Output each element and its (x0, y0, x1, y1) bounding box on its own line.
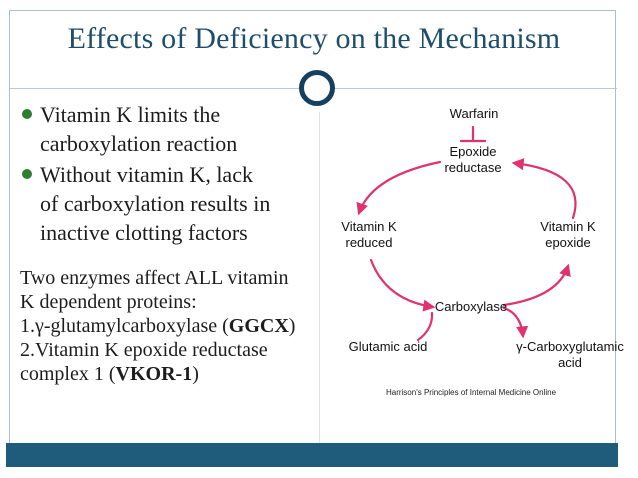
enzyme-1-text: 1.γ-glutamylcarboxylase ( (20, 315, 229, 337)
enzymes-paragraph: Two enzymes affect ALL vitamin K depende… (20, 266, 316, 386)
enzyme-2-text: 2.Vitamin K epoxide reductase complex 1 … (20, 339, 268, 385)
enzymes-intro: Two enzymes affect ALL vitamin K depende… (20, 267, 289, 313)
text-column: Vitamin K limits the carboxylation react… (20, 100, 316, 386)
bullet-icon (22, 169, 32, 179)
enzyme-1-close: ) (288, 315, 296, 337)
source-caption: Harrison's Principles of Internal Medici… (385, 388, 557, 397)
bullet-icon (22, 109, 32, 119)
label-vitamin-k-reduced: Vitamin K reduced (341, 219, 397, 250)
enzyme-2-close: ) (192, 363, 199, 385)
label-glutamic-acid: Glutamic acid (348, 339, 428, 354)
arrow-epoxide-to-reductase (511, 158, 577, 220)
enzyme-1-abbreviation: GGCX (228, 315, 289, 337)
bullet-list: Vitamin K limits the carboxylation react… (20, 100, 316, 247)
arrow-carboxylase-to-epoxide (502, 263, 571, 307)
label-warfarin: Warfarin (449, 106, 499, 121)
arrow-reductase-to-reduced (356, 160, 442, 216)
accent-bottom-bar (6, 443, 618, 467)
bullet-text: Vitamin K limits the carboxylation react… (40, 102, 238, 156)
column-divider-line (319, 112, 320, 443)
label-carboxylase: Carboxylase (434, 299, 508, 314)
enzyme-2-abbreviation: VKOR-1 (115, 363, 193, 385)
warfarin-inhibition-icon (459, 125, 487, 143)
enzyme-item-1: 1.γ-glutamylcarboxylase (GGCX) (20, 315, 295, 337)
enzyme-item-2: 2.Vitamin K epoxide reductase complex 1 … (20, 339, 268, 385)
list-item: Vitamin K limits the carboxylation react… (20, 100, 316, 158)
label-gamma-carboxyglutamic-acid: γ-Carboxyglutamic acid (516, 339, 624, 370)
vitamin-k-cycle-diagram: Warfarin Epoxide reductase Vitamin K red… (330, 100, 624, 405)
cycle-arrows-graphic (356, 125, 577, 342)
arrow-reduced-to-carboxylase (369, 258, 436, 312)
list-item: Without vitamin K, lack of carboxylation… (20, 160, 316, 247)
slide-title: Effects of Deficiency on the Mechanism (67, 22, 561, 55)
bullet-text: Without vitamin K, lack of carboxylation… (40, 162, 271, 245)
arrow-glutamic-to-carboxylase (416, 311, 434, 342)
label-vitamin-k-epoxide: Vitamin K epoxide (540, 219, 596, 250)
circle-ornament (299, 70, 335, 106)
arrow-carboxylase-to-gamma (502, 306, 529, 339)
label-epoxide-reductase: Epoxide reductase (444, 144, 502, 175)
